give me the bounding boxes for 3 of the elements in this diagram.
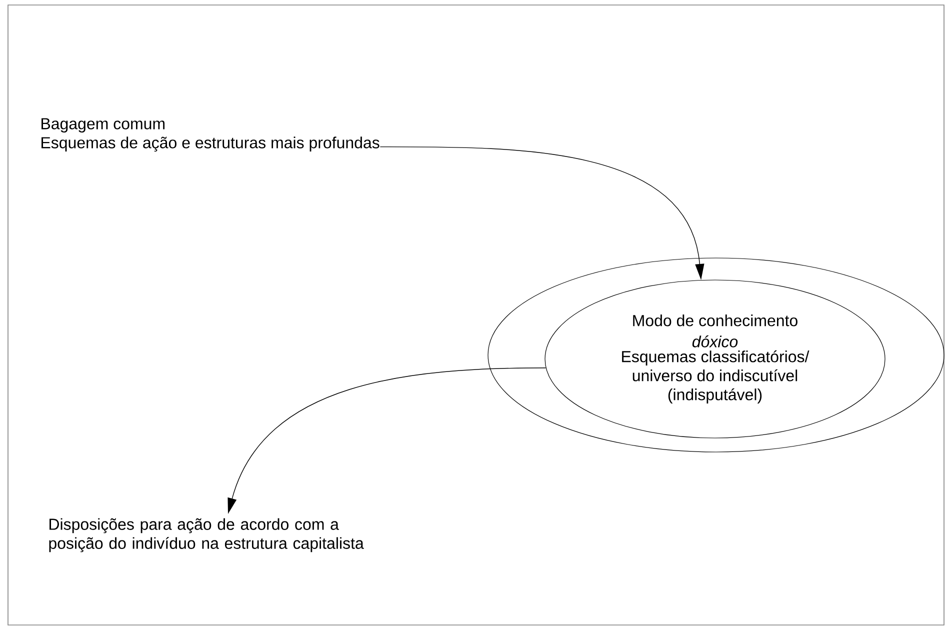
outer-ellipse [488, 258, 944, 452]
text-label: Bagagem comum Esquemas de ação e estruturas mais profundas [42, 118, 380, 152]
text-label: Disposições para ação de acordo com a posição do indivíduo na estrutura capitalista [49, 518, 364, 552]
